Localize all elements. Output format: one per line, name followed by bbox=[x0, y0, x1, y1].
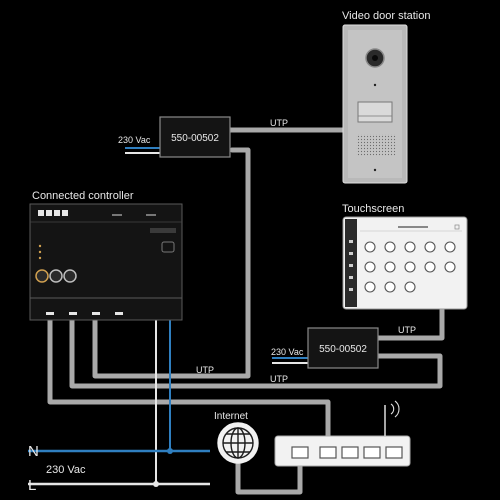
label-power-top: 230 Vac bbox=[118, 135, 151, 145]
controller-knob-2 bbox=[49, 269, 63, 283]
wifi-signal-icon bbox=[390, 400, 400, 418]
power-supply-top: 550-00502 bbox=[159, 116, 231, 158]
label-utp-touchscreen: UTP bbox=[398, 325, 416, 335]
touchscreen-device bbox=[342, 216, 468, 310]
label-internet: Internet bbox=[214, 411, 248, 422]
label-power-mid: 230 Vac bbox=[271, 347, 304, 357]
touchscreen-button-grid bbox=[364, 241, 456, 293]
psu-mid-label: 550-00502 bbox=[319, 344, 367, 355]
label-utp-psu: UTP bbox=[270, 374, 288, 384]
label-utp-door: UTP bbox=[270, 118, 288, 128]
controller-top-terminals bbox=[38, 210, 68, 216]
connected-controller bbox=[29, 203, 183, 321]
controller-knob-3 bbox=[63, 269, 77, 283]
mains-wiring bbox=[28, 147, 308, 486]
controller-knob-1 bbox=[35, 269, 49, 283]
router-port-2 bbox=[341, 446, 359, 459]
cable-controller-to-psu-mid bbox=[69, 315, 443, 389]
router-port-wan bbox=[291, 446, 309, 459]
router-port-3 bbox=[363, 446, 381, 459]
label-connected-controller: Connected controller bbox=[32, 190, 134, 202]
power-supply-mid: 550-00502 bbox=[307, 327, 379, 369]
label-utp-controller: UTP bbox=[196, 365, 214, 375]
router-port-1 bbox=[319, 446, 337, 459]
label-mains-l: L bbox=[28, 477, 36, 494]
junction-l bbox=[153, 481, 159, 487]
label-mains-n: N bbox=[28, 443, 39, 460]
cable-controller-to-router bbox=[47, 315, 331, 450]
cable-psu-top-to-controller bbox=[92, 147, 251, 379]
cable-touchscreen-to-psu-mid bbox=[375, 307, 445, 341]
globe-icon bbox=[217, 422, 259, 464]
label-touchscreen: Touchscreen bbox=[342, 203, 404, 215]
utp-cables bbox=[47, 127, 445, 495]
cable-internet-to-router bbox=[235, 459, 303, 495]
speaker-grill bbox=[356, 134, 396, 156]
network-router bbox=[274, 400, 411, 467]
psu-top-label: 550-00502 bbox=[171, 133, 219, 144]
call-button bbox=[357, 101, 393, 123]
label-power-bottom: 230 Vac bbox=[46, 464, 86, 476]
video-door-station bbox=[342, 24, 408, 184]
router-port-4 bbox=[385, 446, 403, 459]
label-video-door-station: Video door station bbox=[342, 10, 430, 22]
junction-n bbox=[167, 448, 173, 454]
